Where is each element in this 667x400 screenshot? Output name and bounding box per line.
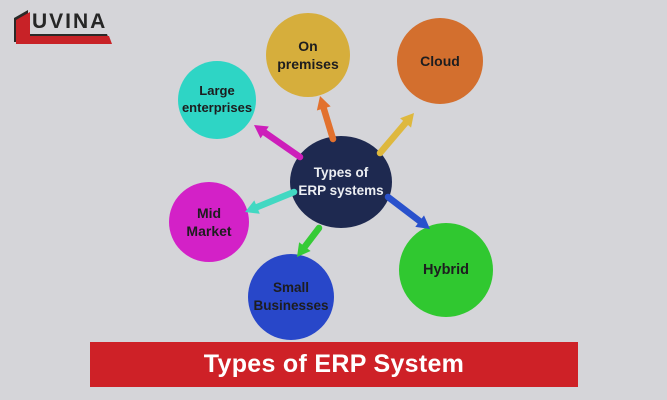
arrow-large-enterprises: [254, 125, 304, 161]
arrow-cloud: [376, 113, 414, 157]
arrow-small-businesses: [297, 224, 323, 257]
title-banner-label: Types of ERP System: [203, 350, 465, 378]
node-small-businesses: Small Businesses: [248, 254, 334, 340]
node-label-on-premises: On premises: [277, 37, 339, 72]
luvina-logo: UVINA: [13, 7, 117, 49]
node-hybrid: Hybrid: [399, 223, 493, 317]
logo-text: UVINA: [32, 10, 108, 33]
node-center: Types of ERP systems: [290, 136, 392, 228]
node-mid-market: Mid Market: [169, 182, 249, 262]
arrow-mid-market: [245, 188, 298, 214]
node-label-small-businesses: Small Businesses: [253, 280, 329, 313]
node-label-center: Types of ERP systems: [298, 165, 384, 198]
node-label-large-enterprises: Large enterprises: [181, 83, 253, 115]
node-on-premises: On premises: [266, 13, 350, 97]
logo-l-mark: [14, 10, 112, 44]
node-cloud: Cloud: [397, 18, 483, 104]
node-label-cloud: Cloud: [420, 52, 460, 69]
title-banner: Types of ERP System: [90, 342, 578, 387]
node-large-enterprises: Large enterprises: [178, 61, 256, 139]
arrow-on-premises: [316, 96, 337, 143]
node-label-mid-market: Mid Market: [186, 204, 232, 239]
arrow-hybrid: [384, 193, 430, 229]
node-label-hybrid: Hybrid: [423, 261, 469, 278]
